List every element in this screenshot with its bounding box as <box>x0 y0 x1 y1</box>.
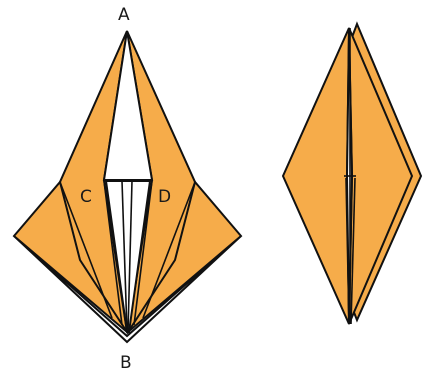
right-front-left <box>281 27 350 325</box>
crease-right-wing <box>142 181 196 319</box>
crease-left-wing <box>59 181 113 319</box>
crease-left-inner <box>103 180 123 326</box>
label-a: A <box>118 5 130 25</box>
right-origami-figure <box>281 21 423 325</box>
label-b: B <box>120 353 132 373</box>
crease-center-left <box>121 180 128 333</box>
right-front-right <box>348 27 414 325</box>
left-origami-figure: A B C D <box>12 5 243 373</box>
right-crease-lower-right <box>350 177 356 325</box>
label-d: D <box>158 187 171 207</box>
label-c: C <box>80 187 92 207</box>
crease-right-inner <box>133 180 153 326</box>
crease-center-right <box>127 180 133 333</box>
right-crease-lower-left <box>345 177 350 325</box>
